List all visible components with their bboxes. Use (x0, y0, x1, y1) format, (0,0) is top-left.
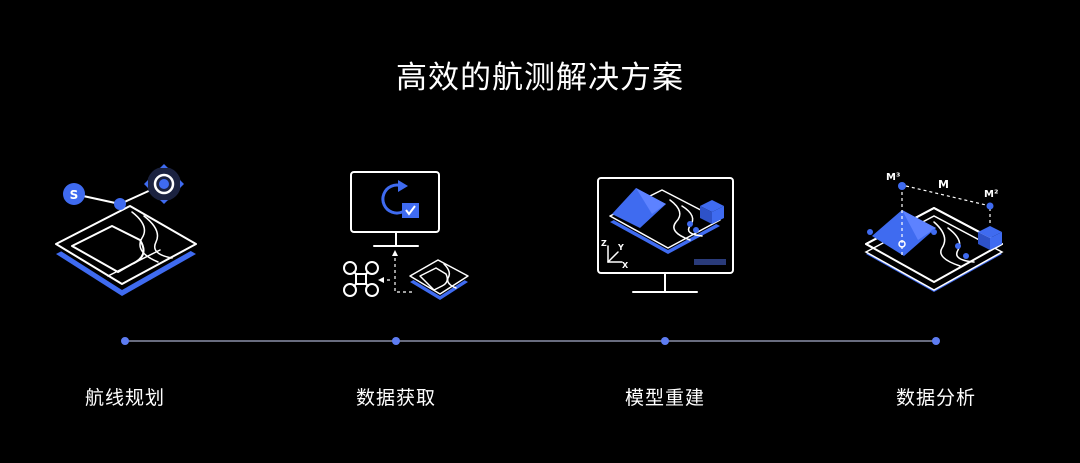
step-label-data-analysis: 数据分析 (895, 387, 976, 409)
measure-m-label: M (938, 178, 949, 191)
monitor-3d-model-icon: Z Y X (597, 177, 734, 293)
axis-x-label: X (622, 261, 629, 270)
timeline (121, 337, 940, 345)
monitor-refresh-icon (350, 171, 440, 247)
step-label-data-acquisition: 数据获取 (355, 387, 436, 409)
step-label-route-planning: 航线规划 (84, 387, 165, 409)
timeline-dot-2 (392, 337, 400, 345)
timeline-dot-1 (121, 337, 129, 345)
mini-map-icon (409, 259, 469, 300)
step-label-model-reconstruction: 模型重建 (624, 387, 705, 409)
axis-y-label: Y (617, 243, 624, 252)
timeline-dot-4 (932, 337, 940, 345)
isometric-analysis-map-icon: M³ M M² (864, 172, 1004, 292)
timeline-dot-3 (661, 337, 669, 345)
measure-m3-label: M³ (886, 172, 900, 183)
drone-icon (343, 261, 379, 297)
page-title: 高效的航测解决方案 (396, 60, 684, 96)
start-marker-label: S (70, 188, 79, 202)
data-flow-arrows (378, 250, 412, 293)
axis-z-label: Z (601, 239, 607, 248)
route-planning-icon: S (55, 164, 197, 296)
measure-m2-label: M² (984, 189, 998, 200)
